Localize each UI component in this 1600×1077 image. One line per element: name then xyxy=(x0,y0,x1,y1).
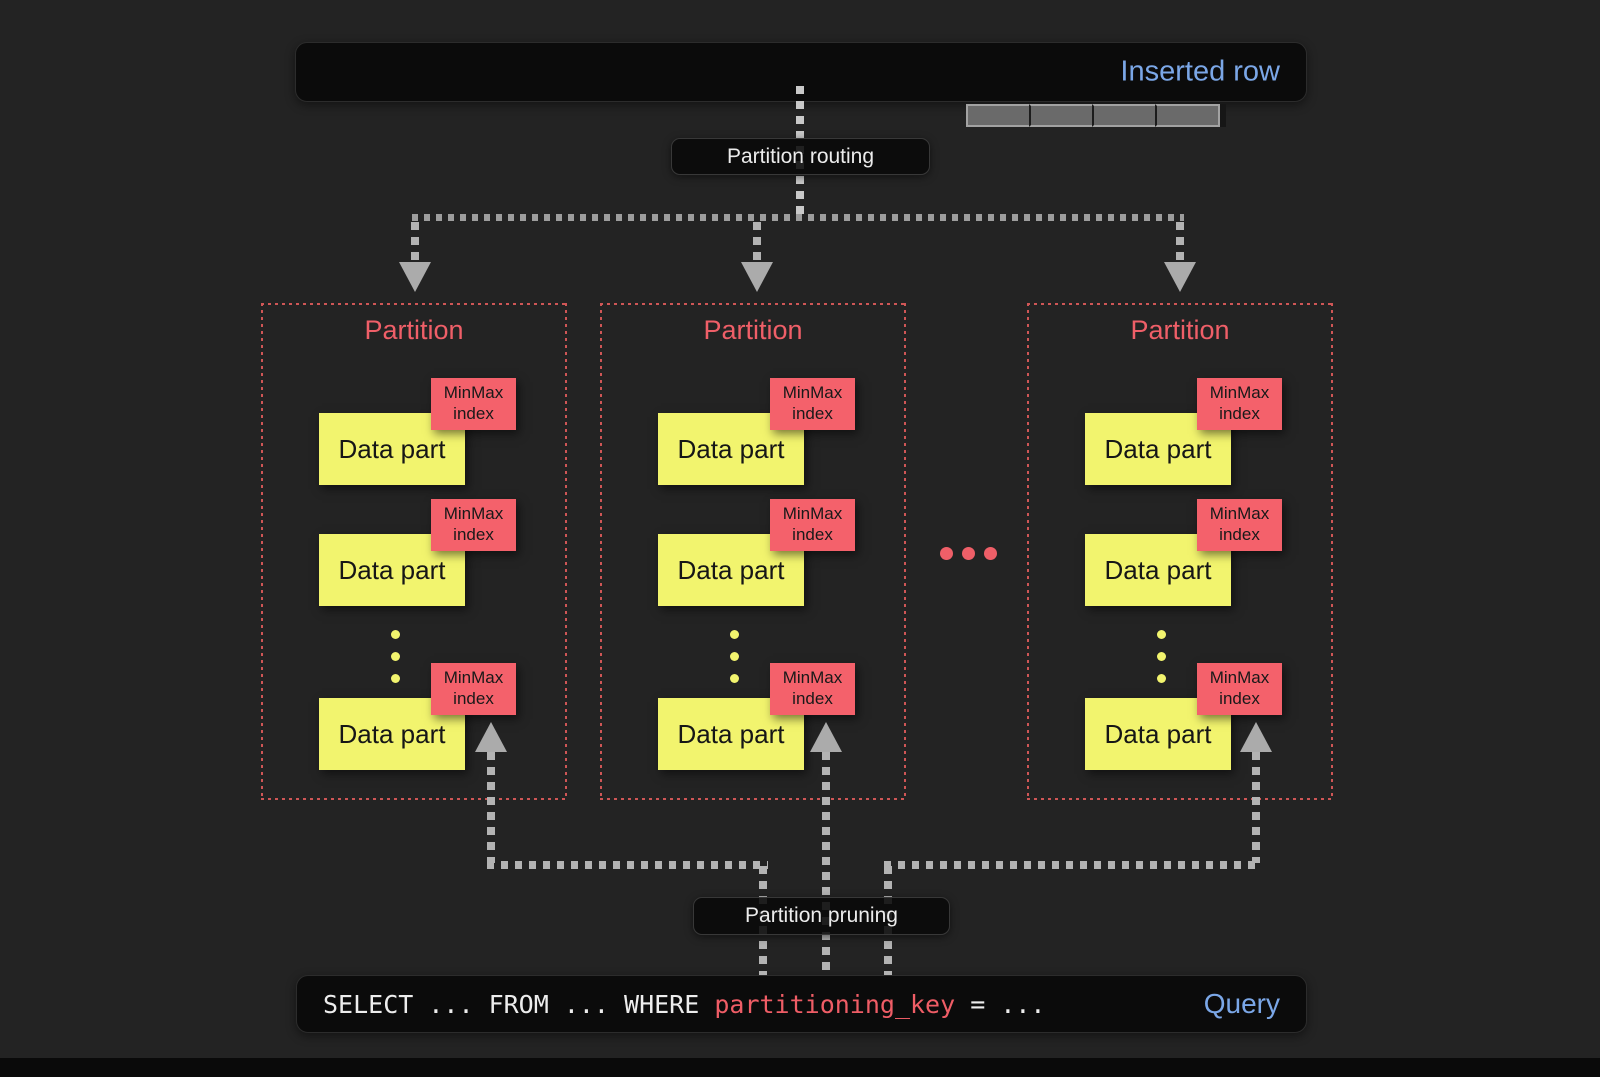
minmax-line: MinMax xyxy=(443,668,504,688)
pruning-connector-right xyxy=(884,861,1260,869)
arrow-up-icon xyxy=(810,722,842,752)
minmax-index-tag: MinMax index xyxy=(770,499,855,551)
minmax-index-tag: MinMax index xyxy=(431,663,516,715)
bottom-strip xyxy=(0,1058,1600,1077)
minmax-index-tag: MinMax index xyxy=(431,499,516,551)
inserted-row-label: Inserted row xyxy=(1120,55,1280,88)
arrow-stem xyxy=(753,222,761,262)
row-segment xyxy=(966,104,1031,127)
minmax-index-tag: MinMax index xyxy=(431,378,516,430)
minmax-line: MinMax xyxy=(1209,668,1270,688)
minmax-line: index xyxy=(453,689,494,708)
minmax-line: MinMax xyxy=(1209,383,1270,403)
minmax-index-tag: MinMax index xyxy=(1197,378,1282,430)
partition-box: Partition MinMax index Data part MinMax … xyxy=(261,303,567,800)
minmax-line: index xyxy=(453,525,494,544)
minmax-line: index xyxy=(792,525,833,544)
partition-title: Partition xyxy=(1130,315,1230,345)
partition-routing-label: Partition routing xyxy=(671,138,930,175)
minmax-line: MinMax xyxy=(782,504,843,524)
minmax-index-tag: MinMax index xyxy=(1197,499,1282,551)
minmax-line: MinMax xyxy=(782,668,843,688)
more-partitions-ellipsis xyxy=(940,547,997,560)
minmax-index-tag: MinMax index xyxy=(770,378,855,430)
routing-distributor-connector xyxy=(412,214,1184,221)
more-parts-ellipsis xyxy=(730,630,739,683)
minmax-line: index xyxy=(792,689,833,708)
row-segment xyxy=(1092,104,1157,127)
arrow-stem xyxy=(1176,222,1184,262)
sql-prefix: SELECT ... FROM ... WHERE xyxy=(323,989,715,1019)
partition-title: Partition xyxy=(364,315,464,345)
arrow-stem xyxy=(822,752,830,975)
arrow-up-icon xyxy=(1240,722,1272,752)
minmax-line: MinMax xyxy=(443,383,504,403)
query-sql-text: SELECT ... FROM ... WHERE partitioning_k… xyxy=(323,990,1045,1019)
minmax-line: index xyxy=(1219,525,1260,544)
sql-suffix: = ... xyxy=(955,989,1046,1019)
minmax-line: index xyxy=(453,404,494,423)
partition-pruning-label: Partition pruning xyxy=(693,897,950,935)
partition-title: Partition xyxy=(703,315,803,345)
minmax-line: index xyxy=(792,404,833,423)
arrow-up-icon xyxy=(475,722,507,752)
row-segment xyxy=(1029,104,1094,127)
more-parts-ellipsis xyxy=(1157,630,1166,683)
minmax-index-tag: MinMax index xyxy=(1197,663,1282,715)
arrow-down-icon xyxy=(741,262,773,292)
arrow-stem xyxy=(487,752,495,863)
arrow-stem xyxy=(1252,752,1260,863)
query-label: Query xyxy=(1203,988,1280,1019)
minmax-line: MinMax xyxy=(443,504,504,524)
query-panel: SELECT ... FROM ... WHERE partitioning_k… xyxy=(296,975,1307,1033)
minmax-line: MinMax xyxy=(782,383,843,403)
minmax-index-tag: MinMax index xyxy=(770,663,855,715)
arrow-stem xyxy=(411,222,419,262)
partition-box: Partition MinMax index Data part MinMax … xyxy=(1027,303,1333,800)
arrow-down-icon xyxy=(399,262,431,292)
arrow-down-icon xyxy=(1164,262,1196,292)
row-segment xyxy=(1155,104,1220,127)
partition-box: Partition MinMax index Data part MinMax … xyxy=(600,303,906,800)
more-parts-ellipsis xyxy=(391,630,400,683)
data-part-box: Data part xyxy=(658,413,804,485)
row-segments-bar xyxy=(966,104,1226,127)
minmax-line: MinMax xyxy=(1209,504,1270,524)
pruning-connector-left xyxy=(487,861,768,869)
minmax-line: index xyxy=(1219,404,1260,423)
partitioning-key-token: partitioning_key xyxy=(714,989,956,1019)
minmax-line: index xyxy=(1219,689,1260,708)
